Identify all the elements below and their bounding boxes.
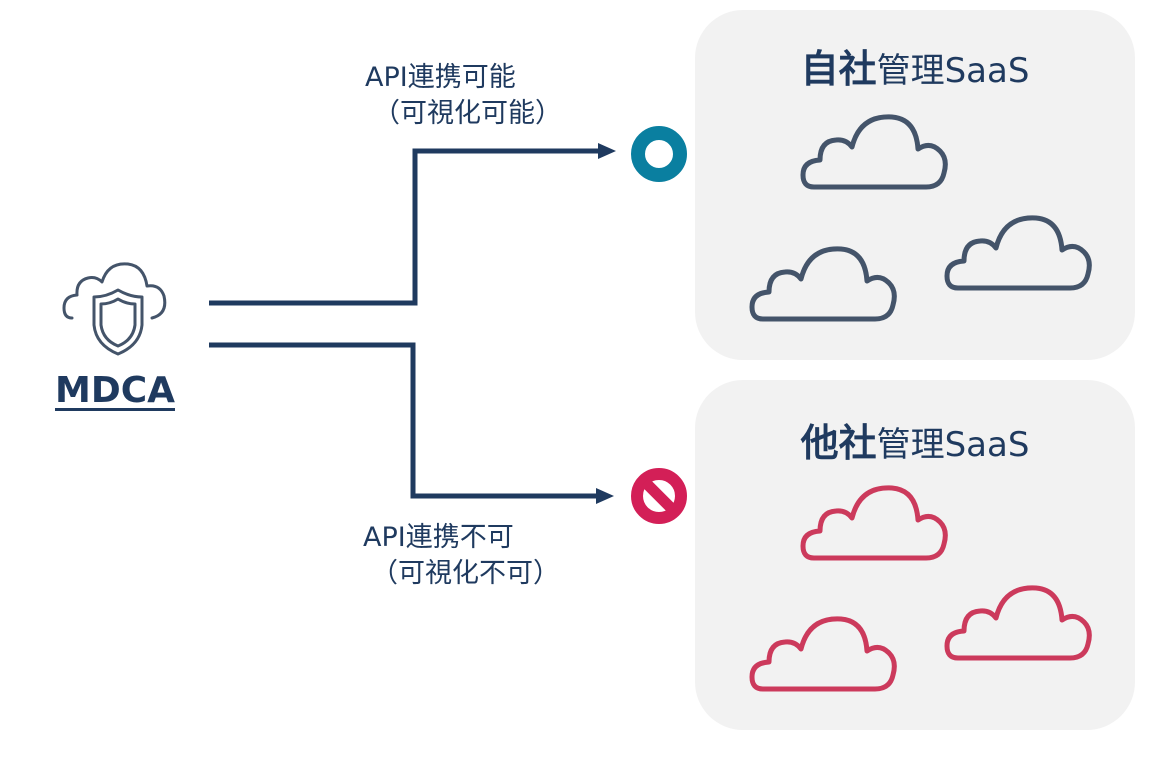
other-saas-group: 他社管理SaaS	[695, 380, 1135, 730]
connector-to-other-saas	[209, 342, 598, 499]
cloud-icon	[947, 588, 1089, 658]
own-clouds	[752, 117, 1089, 319]
edge-label-api-ok-line1: API連携可能	[365, 62, 516, 93]
prohibited-icon	[631, 468, 687, 524]
other-saas-title: 他社管理SaaS	[695, 412, 1135, 467]
cloud-icon	[752, 619, 894, 689]
cloud-icon	[752, 249, 894, 319]
own-saas-title-rest: 管理SaaS	[876, 51, 1030, 91]
own-saas-title: 自社管理SaaS	[695, 38, 1135, 93]
other-clouds	[752, 488, 1089, 689]
mdca-label: MDCA	[55, 370, 175, 411]
edge-label-api-ng: API連携不可 （可視化不可）	[363, 520, 560, 592]
edge-label-api-ok: API連携可能 （可視化可能）	[365, 60, 562, 132]
own-saas-title-strong: 自社	[800, 47, 877, 91]
cloud-icon	[947, 218, 1089, 288]
arrowhead-own	[598, 143, 616, 159]
edge-label-api-ok-line2: （可視化可能）	[373, 98, 562, 129]
cloud-icon	[803, 488, 945, 558]
edge-label-api-ng-line2: （可視化不可）	[371, 558, 560, 589]
ok-circle-icon	[631, 126, 687, 182]
other-saas-title-rest: 管理SaaS	[876, 425, 1030, 465]
other-saas-title-strong: 他社	[800, 421, 877, 465]
cloud-icon	[803, 117, 945, 187]
arrowhead-other	[596, 488, 614, 504]
edge-label-api-ng-line1: API連携不可	[363, 522, 514, 553]
connector-to-own-saas	[209, 148, 600, 306]
connectors	[209, 148, 600, 499]
cloud-shield-icon	[62, 262, 167, 356]
